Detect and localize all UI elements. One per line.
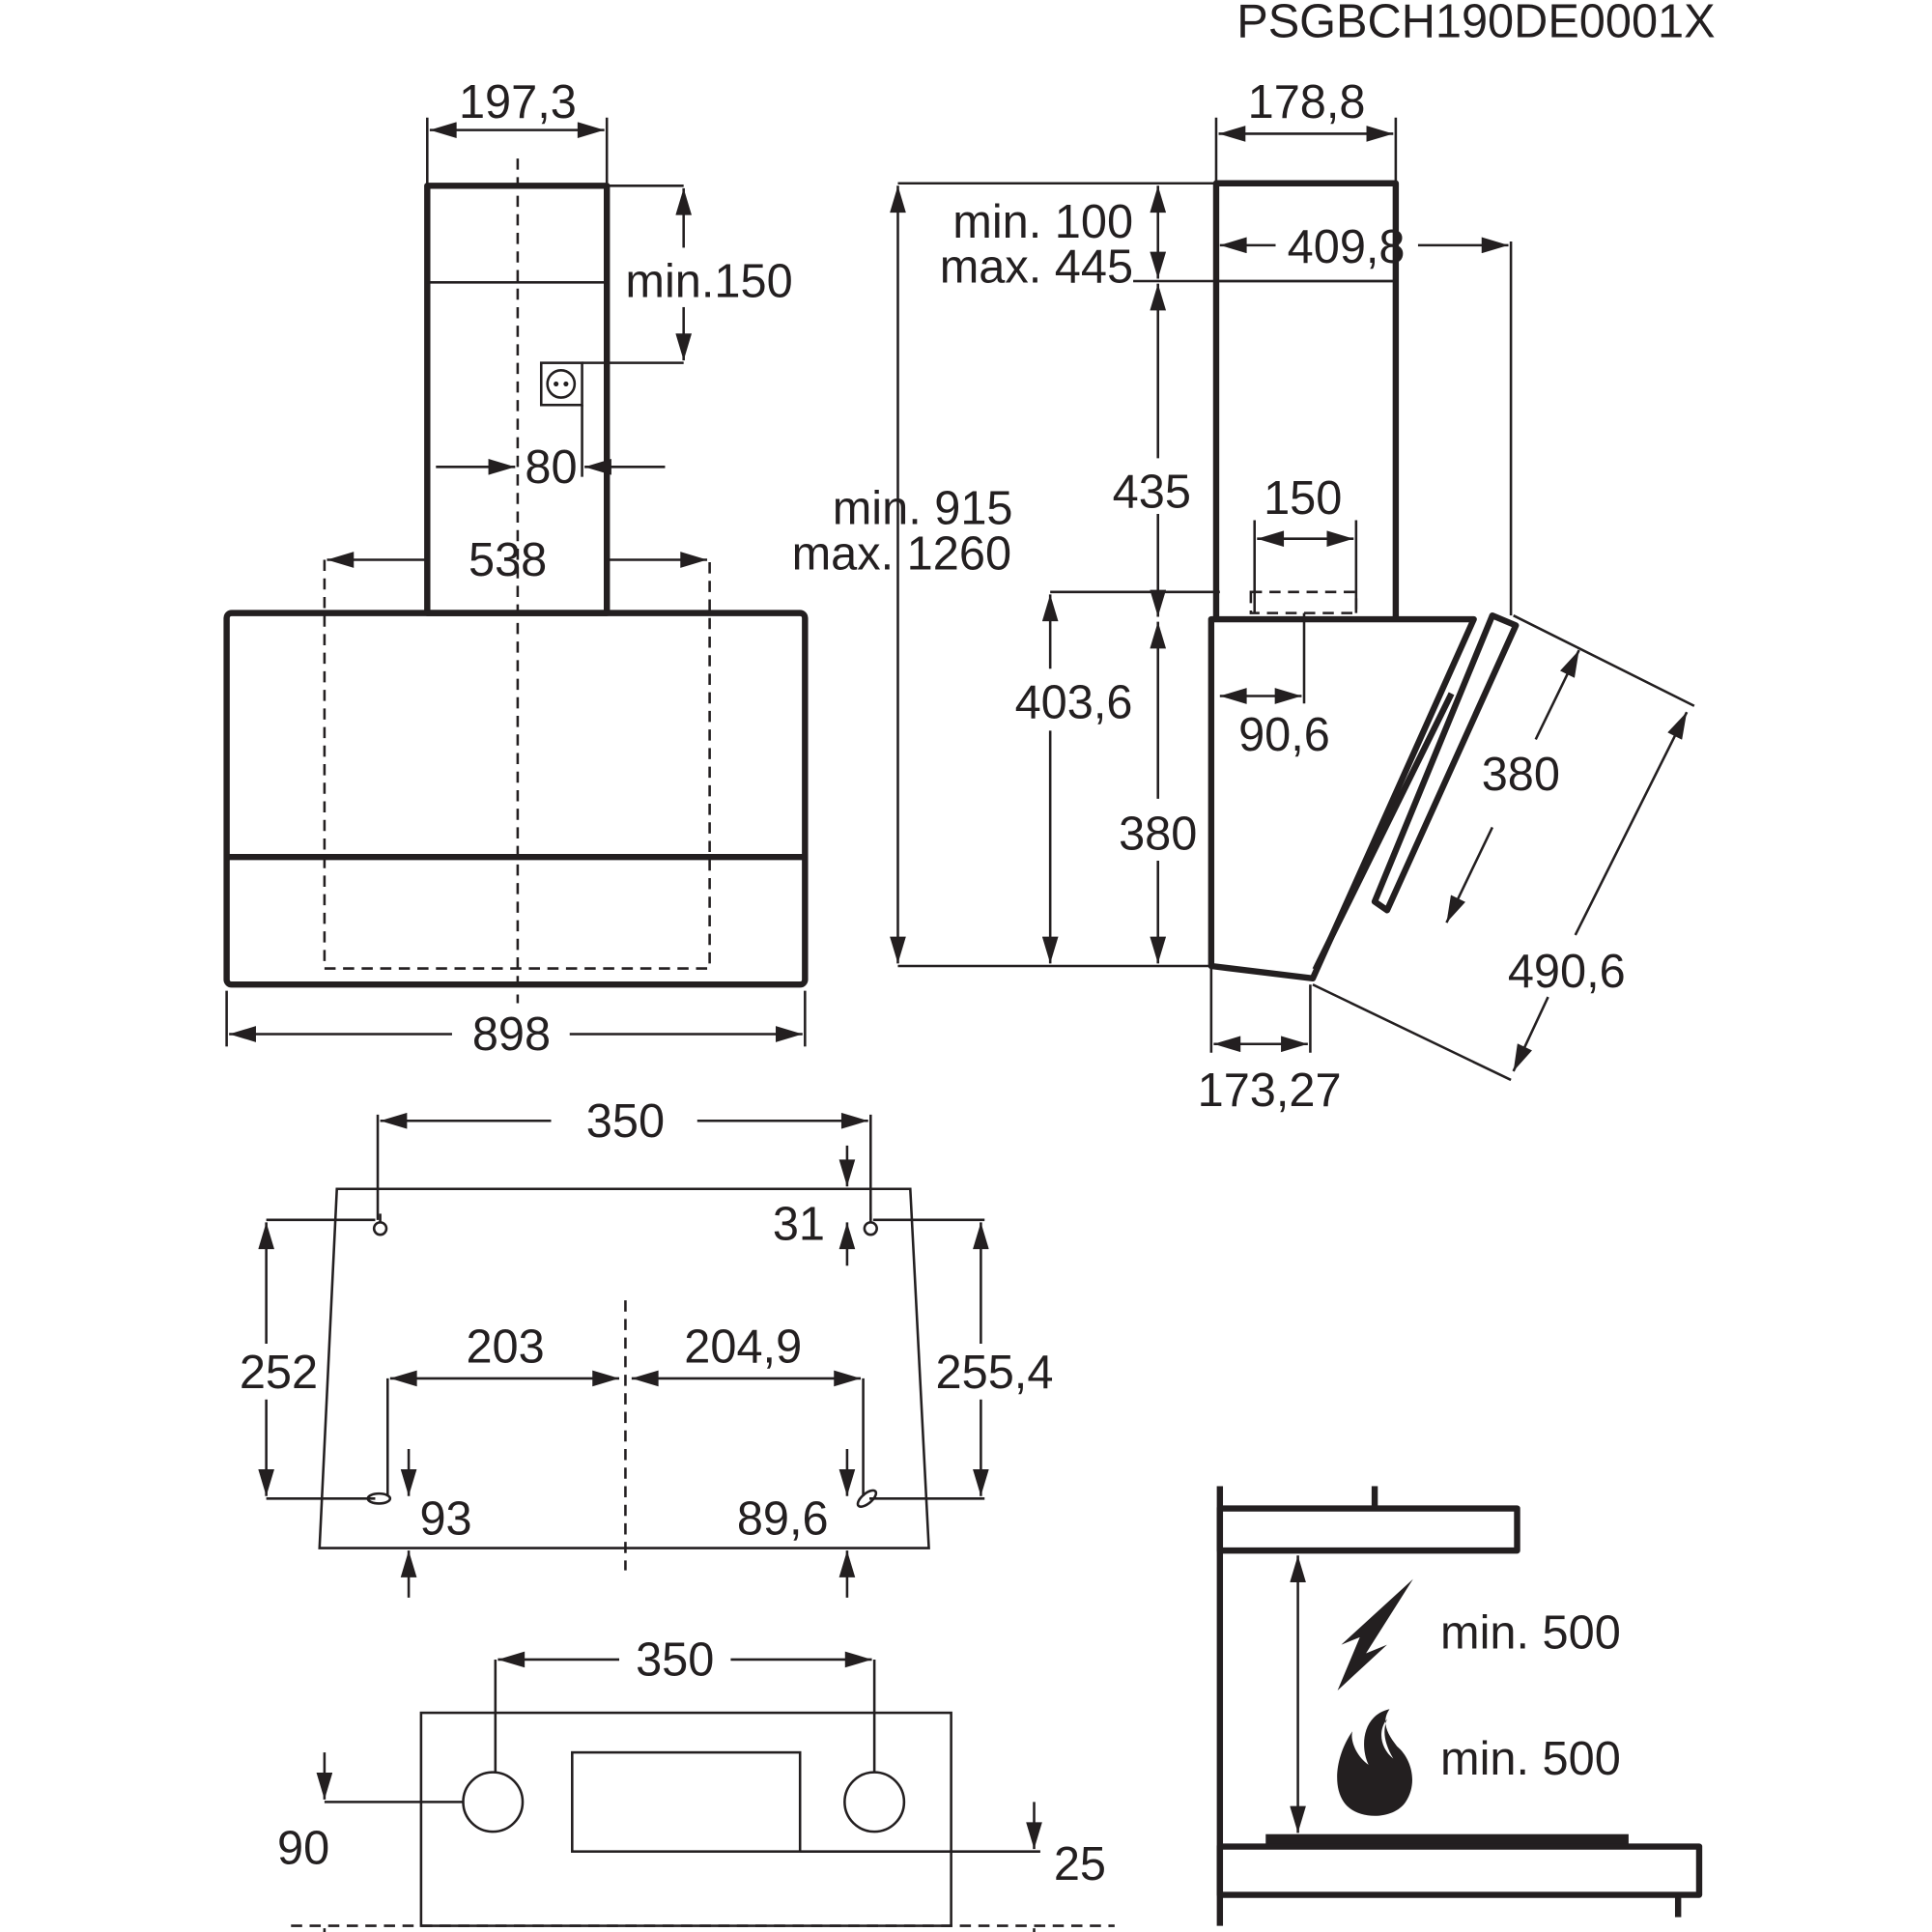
hole-offset-label: 90 <box>277 1822 329 1874</box>
body-height-rear-label: 403,6 <box>1015 677 1133 729</box>
electric-clearance-label: min. 500 <box>1440 1606 1621 1659</box>
bottom-depth-label: 173,27 <box>1198 1065 1342 1117</box>
side-view: 178,8 409,8 min. 915 max. 1260 min. 100 … <box>792 76 1695 1117</box>
right-half-label: 204,9 <box>684 1321 802 1373</box>
chimney-top-min-label: min. 100 <box>952 196 1133 248</box>
chimney-width-label: 197,3 <box>459 76 577 128</box>
panel-diagonal-label: 490,6 <box>1508 946 1626 998</box>
socket-clearance-label: min.150 <box>625 256 792 308</box>
duct-span-label: 538 <box>469 534 547 586</box>
front-view: 197,3 min.150 80 538 898 <box>223 76 809 1061</box>
chimney-top-max-label: max. 445 <box>940 241 1133 293</box>
height-max-label: max. 1260 <box>792 528 1011 581</box>
socket-offset-label: 80 <box>525 441 577 494</box>
outlet-offset-label: 90,6 <box>1238 709 1330 761</box>
keyhole-icon <box>863 1213 878 1236</box>
slot-icon <box>856 1489 878 1508</box>
document-code: PSGBCH190DE0001X <box>1236 0 1715 47</box>
right-bottom-label: 89,6 <box>737 1492 829 1545</box>
left-half-label: 203 <box>466 1321 544 1373</box>
lightning-icon <box>1337 1578 1413 1690</box>
panel-offset-label: 25 <box>1054 1838 1106 1890</box>
chimney-depth-label: 178,8 <box>1248 76 1366 128</box>
gas-clearance-label: min. 500 <box>1440 1733 1621 1785</box>
mounting-plate-view: 350 31 252 255,4 203 204,9 93 89,6 <box>240 1095 1054 1598</box>
hook-top-offset-label: 31 <box>773 1198 825 1250</box>
left-height-label: 252 <box>240 1347 318 1399</box>
socket-icon <box>539 361 583 407</box>
body-height-label: 380 <box>1119 808 1197 860</box>
hole-spacing-label: 350 <box>636 1634 714 1687</box>
slot-icon <box>366 1492 392 1505</box>
keyhole-icon <box>372 1213 388 1236</box>
height-min-label: min. 915 <box>833 482 1013 534</box>
cooktop <box>1216 1833 1703 1918</box>
chimney-height-label: 435 <box>1113 467 1191 519</box>
hood-width-label: 898 <box>472 1009 551 1061</box>
overall-depth-label: 409,8 <box>1288 221 1406 273</box>
clearance-view: min. 500 min. 500 <box>1216 1486 1703 1926</box>
bottom-view: 350 90 25 <box>277 1634 1115 1932</box>
left-bottom-label: 93 <box>419 1492 471 1545</box>
hook-spacing-label: 350 <box>586 1095 665 1148</box>
flame-icon <box>1337 1709 1412 1816</box>
right-height-label: 255,4 <box>936 1347 1054 1399</box>
panel-length-label: 380 <box>1482 749 1560 801</box>
outlet-width-label: 150 <box>1264 472 1342 525</box>
